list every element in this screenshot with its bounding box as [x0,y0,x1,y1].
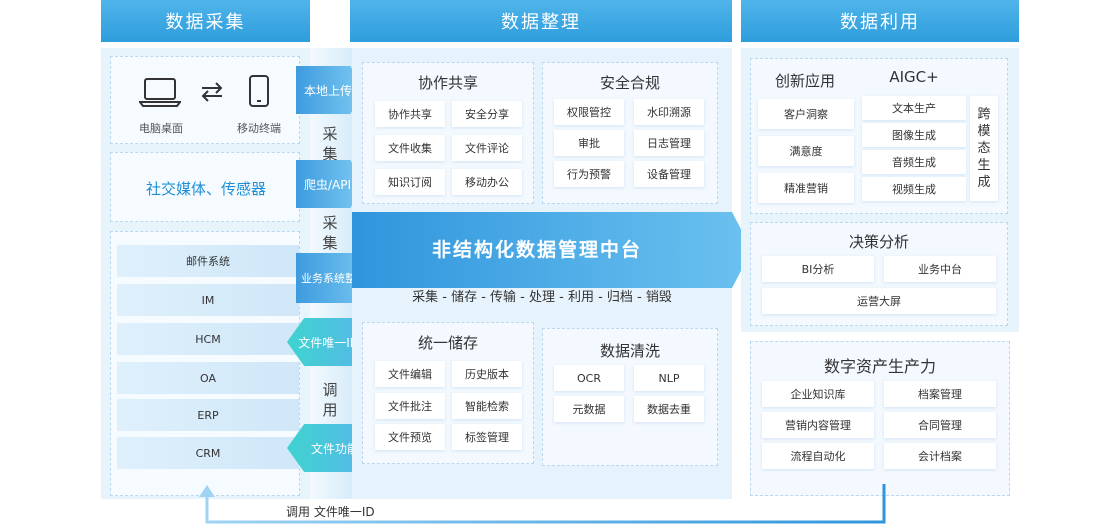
storage-item-preview: 文件预览 [375,424,445,450]
header-data-collection: 数据采集 [101,0,310,42]
platform-lifecycle: 采集 - 储存 - 传输 - 处理 - 利用 - 归档 - 销毁 [412,290,672,305]
decision-item-dashboard: 运营大屏 [762,288,996,314]
security-item-watermark: 水印溯源 [634,99,704,125]
security-item-behavior-alert: 行为预警 [554,161,624,187]
assets-item-marketing-content: 营销内容管理 [762,412,874,438]
system-im: IM [117,284,299,316]
system-oa: OA [117,362,299,394]
mobile-label: 移动终端 [237,122,281,135]
aigc-item-audio: 音频生成 [862,150,966,174]
cleaning-item-ocr: OCR [554,365,624,391]
security-item-approval: 审批 [554,130,624,156]
header-data-organization: 数据整理 [350,0,732,42]
vertical-collect-2: 采集 [322,214,338,252]
assets-item-archive: 档案管理 [884,381,996,407]
laptop-icon [139,78,181,107]
collab-item-subscribe: 知识订阅 [375,169,445,195]
collab-item-collect: 文件收集 [375,135,445,161]
header-data-utilization: 数据利用 [741,0,1019,42]
collab-item-secure-share: 安全分享 [452,101,522,127]
storage-item-search: 智能检索 [452,393,522,419]
security-item-permission: 权限管控 [554,99,624,125]
innovation-item-marketing: 精准营销 [758,173,854,203]
aigc-item-image: 图像生成 [862,123,966,147]
aigc-cross-modal-label: 跨模态生成 [977,107,991,190]
storage-item-edit: 文件编辑 [375,361,445,387]
system-crm: CRM [117,437,299,469]
assets-item-knowledge-base: 企业知识库 [762,381,874,407]
assets-item-contract: 合同管理 [884,412,996,438]
return-flow-label: 调用 文件唯一ID [284,503,377,520]
collab-title: 协作共享 [417,74,478,92]
assets-item-automation: 流程自动化 [762,443,874,469]
social-sensor-label: 社交媒体、传感器 [145,180,266,198]
vertical-collect-1: 采集 [322,125,338,163]
swap-arrows-icon [201,82,223,102]
aigc-item-video: 视频生成 [862,177,966,201]
security-item-log: 日志管理 [634,130,704,156]
innovation-item-satisfaction: 满意度 [758,136,854,166]
cleaning-item-metadata: 元数据 [554,396,624,422]
decision-title: 决策分析 [848,233,909,251]
platform-arrow [352,212,752,288]
vertical-call: 调用 [322,381,338,419]
security-item-device: 设备管理 [634,161,704,187]
storage-item-tags: 标签管理 [452,424,522,450]
cleaning-item-nlp: NLP [634,365,704,391]
system-email: 邮件系统 [117,245,299,277]
assets-item-accounting-archive: 会计档案 [884,443,996,469]
pc-label: 电脑桌面 [139,122,183,135]
device-box: 电脑桌面 移动终端 [110,56,300,144]
decision-item-bi: BI分析 [762,256,874,282]
aigc-title: AIGC+ [889,68,939,86]
collab-item-mobile-office: 移动办公 [452,169,522,195]
decision-item-business-platform: 业务中台 [884,256,996,282]
cleaning-title: 数据清洗 [599,342,660,360]
storage-title: 统一储存 [417,334,478,352]
mobile-phone-icon [249,75,269,107]
system-erp: ERP [117,399,299,431]
innovation-title: 创新应用 [774,72,835,90]
storage-item-history: 历史版本 [452,361,522,387]
security-title: 安全合规 [599,74,660,92]
cleaning-item-dedup: 数据去重 [634,396,704,422]
social-sensor-box: 社交媒体、传感器 [110,152,300,222]
innovation-item-insight: 客户洞察 [758,99,854,129]
assets-title: 数字资产生产力 [823,357,936,376]
collab-item-comment: 文件评论 [452,135,522,161]
collab-item-share: 协作共享 [375,101,445,127]
platform-title: 非结构化数据管理中台 [431,239,642,261]
storage-item-annotate: 文件批注 [375,393,445,419]
system-hcm: HCM [117,323,299,355]
aigc-item-text: 文本生产 [862,96,966,120]
aigc-cross-modal: 跨模态生成 [970,96,998,201]
